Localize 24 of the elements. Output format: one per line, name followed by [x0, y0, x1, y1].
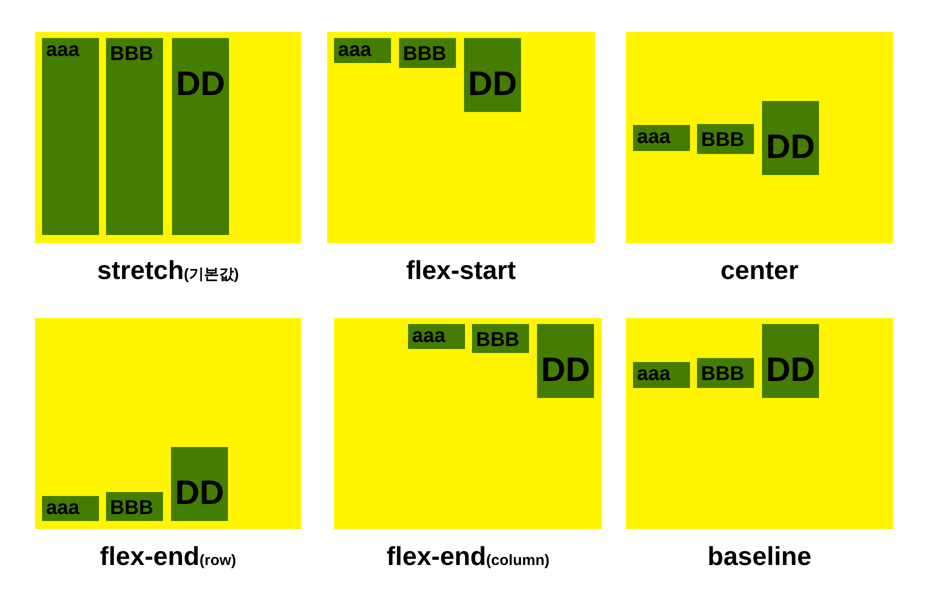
flex-item: DD	[762, 101, 819, 175]
panel-caption: baseline	[707, 541, 812, 571]
panel-caption: flex-end(column)	[386, 541, 550, 573]
flex-item: DD	[172, 38, 229, 235]
panel-caption: center	[720, 255, 799, 285]
flex-item: BBB	[697, 124, 754, 154]
panel-caption: stretch(기본값)	[97, 255, 239, 287]
flex-item: BBB	[106, 492, 163, 521]
flex-item: aaa	[633, 125, 690, 151]
flex-item: BBB	[399, 38, 456, 68]
flex-item: aaa	[633, 362, 690, 388]
flex-item: aaa	[334, 38, 391, 63]
flex-item: BBB	[472, 324, 529, 353]
flex-item: BBB	[106, 38, 163, 235]
flex-item: DD	[171, 447, 228, 521]
flex-item: DD	[464, 38, 521, 112]
flex-item: DD	[537, 324, 594, 398]
flex-item: aaa	[42, 38, 99, 235]
flex-item: aaa	[42, 496, 99, 521]
flex-item: aaa	[408, 324, 465, 349]
flex-item: DD	[762, 324, 819, 398]
flex-item: BBB	[697, 358, 754, 388]
panel-caption: flex-end(row)	[100, 541, 236, 573]
panel-caption: flex-start	[406, 255, 516, 285]
